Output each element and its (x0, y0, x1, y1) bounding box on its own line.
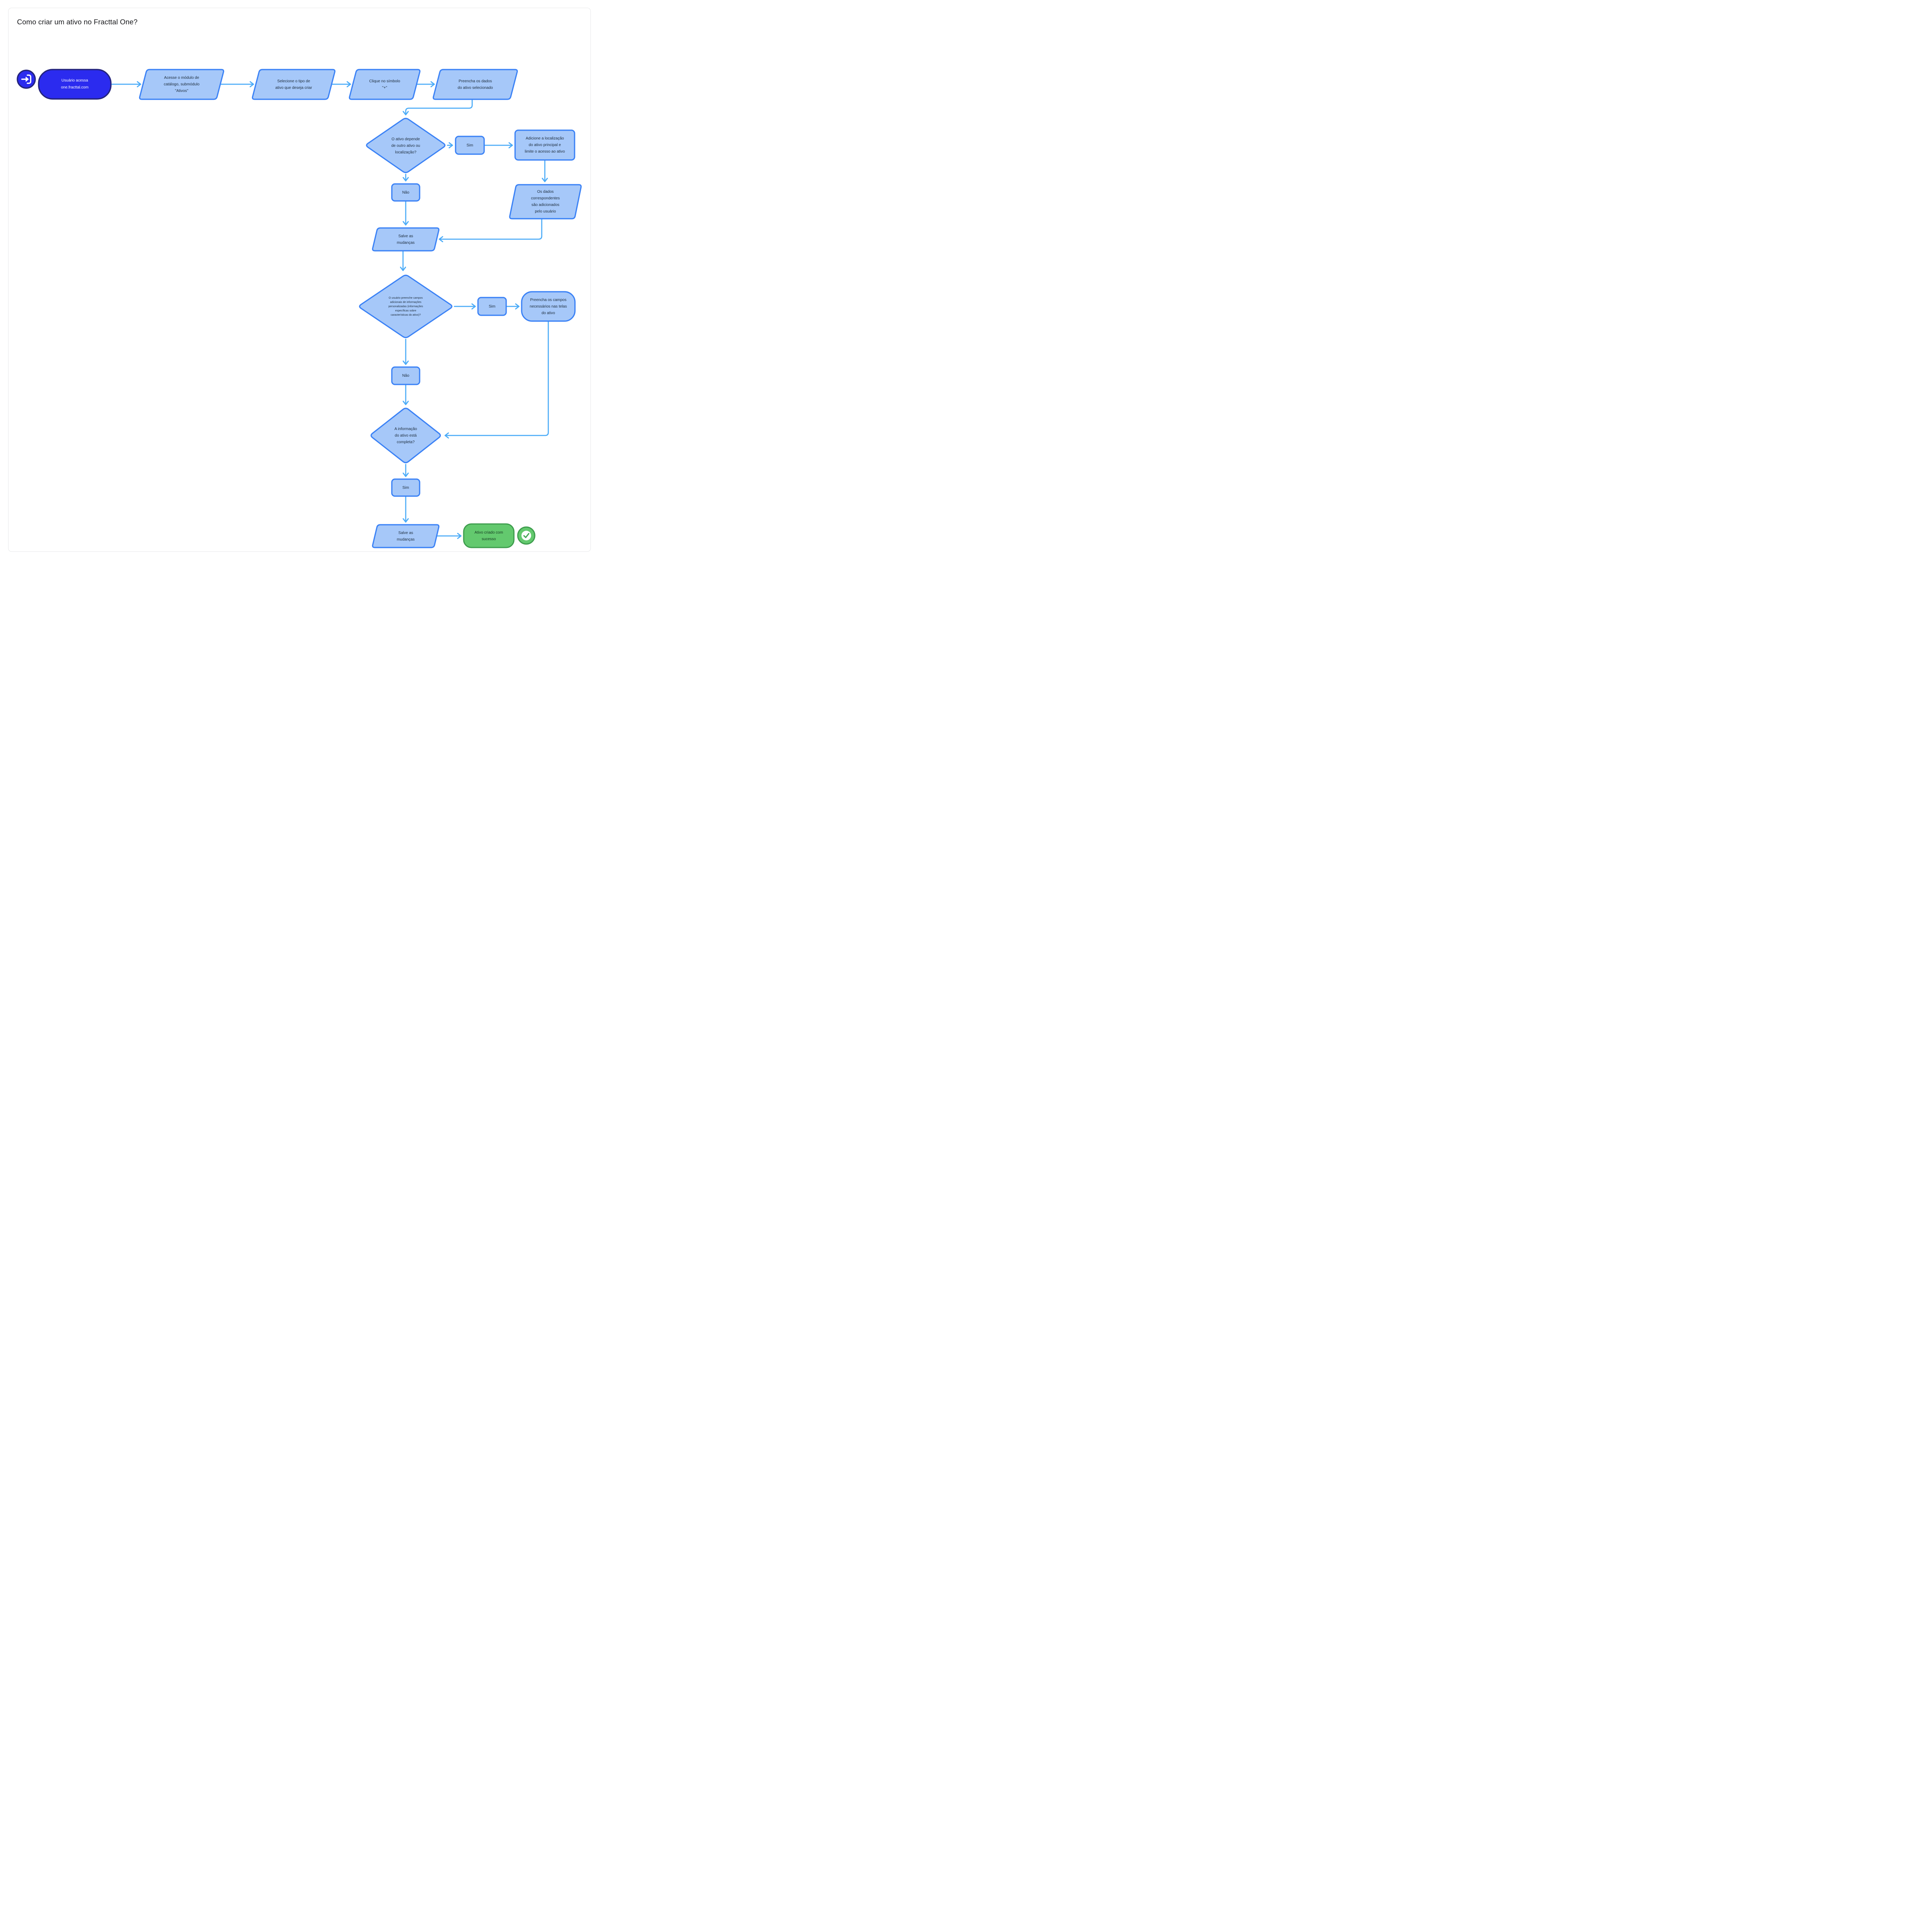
node-d1-shape (366, 117, 446, 173)
node-access-shape (38, 69, 112, 100)
node-p4-shape (432, 69, 518, 100)
connector-osdados-salve1 (439, 219, 543, 242)
node-nao1-shape (391, 183, 420, 202)
nodes (17, 69, 582, 548)
node-nao2-shape (391, 366, 420, 385)
node-osdados-shape (509, 184, 582, 219)
node-preencha-shape (521, 291, 576, 322)
node-success-shape (463, 523, 515, 548)
node-salve2-shape (372, 524, 440, 548)
check-icon (517, 526, 536, 545)
flowchart-canvas (17, 69, 582, 548)
node-d3-shape (370, 408, 441, 463)
node-salve1-shape (372, 227, 440, 252)
node-p3-shape (349, 69, 421, 100)
page-title: Como criar um ativo no Fracttal One? (17, 18, 138, 26)
node-p1-shape (139, 69, 224, 100)
node-adicione-shape (514, 129, 575, 161)
login-icon (21, 74, 32, 84)
connectors (111, 81, 549, 539)
node-p2-shape (252, 69, 336, 100)
node-sim2-shape (477, 297, 507, 316)
connector-preencha-d3 (444, 321, 549, 439)
node-d2-shape (359, 274, 452, 338)
node-sim3-shape (391, 478, 420, 497)
connector-p4-d1 (403, 99, 473, 116)
node-sim1-shape (455, 136, 485, 155)
